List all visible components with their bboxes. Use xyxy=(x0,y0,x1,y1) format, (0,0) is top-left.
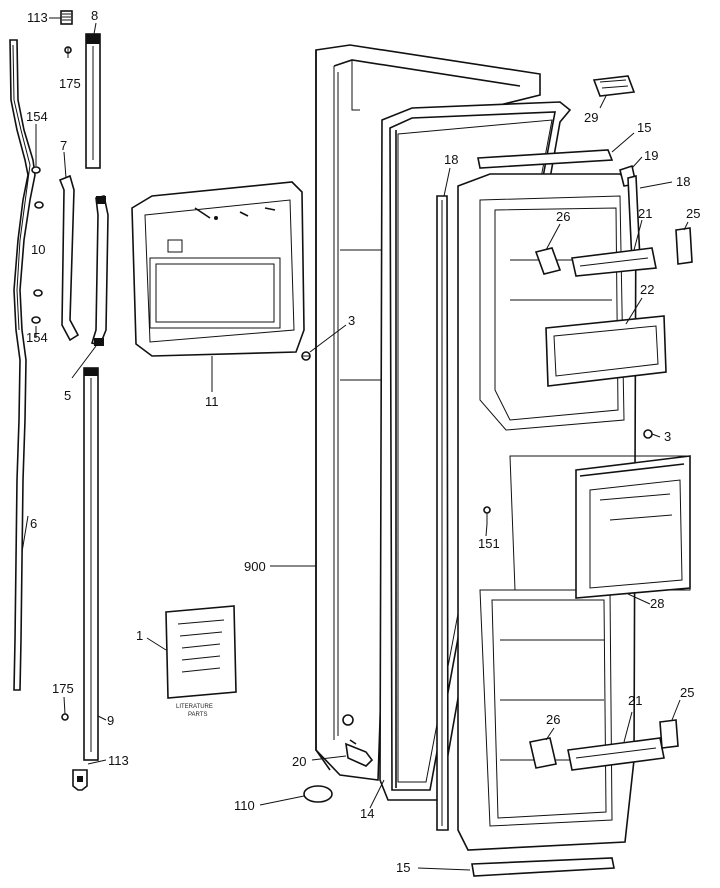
callout-8: 8 xyxy=(91,8,98,23)
part-154-screw-a xyxy=(31,166,41,174)
part-25-end-cap-top xyxy=(675,227,693,265)
callout-5: 5 xyxy=(64,388,71,403)
callout-175-top: 175 xyxy=(59,76,81,91)
callout-20: 20 xyxy=(292,754,306,769)
callout-154-top: 154 xyxy=(26,109,48,124)
callout-26-bot: 26 xyxy=(546,712,560,727)
part-10-screw-a xyxy=(34,201,44,209)
part-21-shelf-bar-bottom xyxy=(567,737,665,771)
part-5-handle xyxy=(90,195,109,346)
part-22-shelf-front xyxy=(545,315,667,387)
part-113-bottom-clip xyxy=(72,769,88,791)
callout-3-right: 3 xyxy=(664,429,671,444)
callout-3-mid: 3 xyxy=(348,313,355,328)
part-11-dispenser-panel xyxy=(131,181,305,357)
part-151-screw xyxy=(483,506,491,524)
part-1-literature-booklet xyxy=(165,605,237,699)
callout-28: 28 xyxy=(650,596,664,611)
leader-lines xyxy=(21,17,689,871)
part-175-screw-bottom xyxy=(61,713,69,721)
callout-9: 9 xyxy=(107,713,114,728)
callout-14: 14 xyxy=(360,806,374,821)
literature-caption-line2: PARTS xyxy=(188,712,207,718)
callout-labels: 113 8 175 154 7 10 154 5 6 175 9 113 1 1… xyxy=(26,8,700,875)
part-26-shelf-clip-bottom xyxy=(529,737,557,769)
callout-110: 110 xyxy=(234,798,255,813)
callout-6: 6 xyxy=(30,516,37,531)
callout-900: 900 xyxy=(244,559,266,574)
part-18-strip-left xyxy=(436,195,449,831)
callout-10: 10 xyxy=(31,242,45,257)
callout-15-bot: 15 xyxy=(396,860,410,875)
callout-7: 7 xyxy=(60,138,67,153)
callout-22: 22 xyxy=(640,282,654,297)
callout-21-bot: 21 xyxy=(628,693,642,708)
callout-1: 1 xyxy=(136,628,143,643)
part-175-screw-top xyxy=(64,46,72,54)
callout-26-top: 26 xyxy=(556,209,570,224)
part-3-screw-mid xyxy=(301,351,311,361)
part-3-screw-right xyxy=(643,429,653,439)
callout-11: 11 xyxy=(205,394,219,409)
callout-113-bot: 113 xyxy=(108,753,129,768)
part-6-door-strip xyxy=(9,39,36,691)
part-20-hinge-pin xyxy=(345,739,374,767)
part-15-top-bar xyxy=(477,149,614,169)
callout-15-top: 15 xyxy=(637,120,651,135)
callout-25-bot: 25 xyxy=(680,685,694,700)
part-110-cap xyxy=(303,785,333,803)
literature-caption-line1: LITERATURE xyxy=(176,704,213,710)
callout-19: 19 xyxy=(644,148,658,163)
callout-18-right: 18 xyxy=(676,174,690,189)
part-29-foam-pad xyxy=(592,75,636,97)
callout-113-top: 113 xyxy=(27,10,48,25)
part-154-screw-b xyxy=(31,316,41,324)
part-113-top-clip xyxy=(60,10,73,25)
part-21-shelf-bar-top xyxy=(571,247,657,277)
callout-175-bot: 175 xyxy=(52,681,74,696)
part-8-handle-trim xyxy=(85,33,101,169)
callout-151: 151 xyxy=(478,536,500,551)
callout-29: 29 xyxy=(584,110,598,125)
callout-25-top: 25 xyxy=(686,206,700,221)
callout-18-left: 18 xyxy=(444,152,458,167)
part-9-lower-trim xyxy=(83,367,99,761)
part-7-bracket xyxy=(58,174,80,342)
part-28-dispenser-door xyxy=(575,455,691,599)
callout-154-bot: 154 xyxy=(26,330,48,345)
callout-21-top: 21 xyxy=(638,206,652,221)
part-15-bottom-bar xyxy=(471,857,615,877)
part-25-end-cap-bottom xyxy=(659,719,679,749)
part-10-screw-b xyxy=(33,289,43,297)
